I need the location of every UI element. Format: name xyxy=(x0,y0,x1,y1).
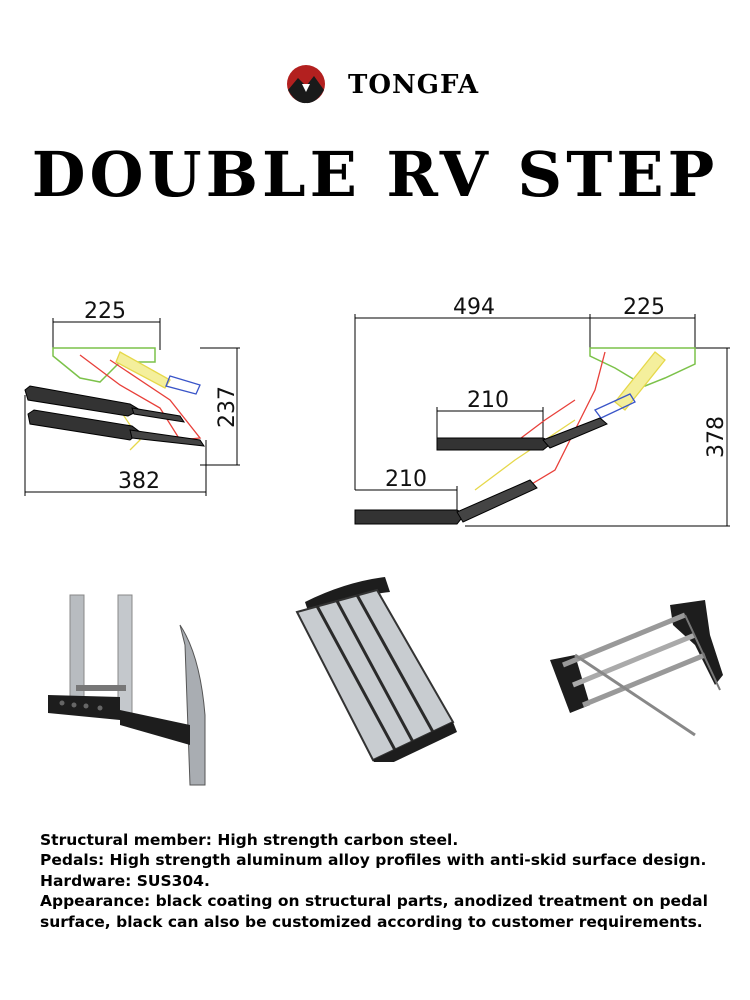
spec-structural: Structural member: High strength carbon … xyxy=(40,831,459,849)
page-title: DOUBLE RV STEP xyxy=(31,138,719,211)
spec-appearance: Appearance: black coating on structural … xyxy=(40,892,708,931)
dim-top-label: 225 xyxy=(84,299,126,324)
dim-upper-step-label: 210 xyxy=(467,388,509,413)
deployed-step-drawing: 494 225 210 210 378 xyxy=(354,295,730,527)
retracted-step-drawing: 225 382 237 xyxy=(24,299,240,496)
folding-bracket-photo xyxy=(48,594,206,786)
dim-top-long-label: 494 xyxy=(453,295,495,320)
spec-pedals: Pedals: High strength aluminum alloy pro… xyxy=(40,851,707,870)
dim-right-label: 237 xyxy=(215,386,240,428)
brand-logo: TONGFA xyxy=(286,64,479,104)
brand-name: TONGFA xyxy=(348,70,480,100)
aluminum-pedal-photo xyxy=(295,577,457,762)
specifications: Structural member: High strength carbon … xyxy=(40,830,730,932)
dim-lower-step-label: 210 xyxy=(385,467,427,492)
step-frame-photo xyxy=(550,600,723,737)
dim-height-label: 378 xyxy=(704,416,729,458)
dim-top-short-label: 225 xyxy=(623,295,665,320)
spec-hardware: Hardware: SUS304. xyxy=(40,871,210,890)
mountain-circle-icon xyxy=(287,65,325,104)
dim-bottom-label: 382 xyxy=(118,469,160,494)
